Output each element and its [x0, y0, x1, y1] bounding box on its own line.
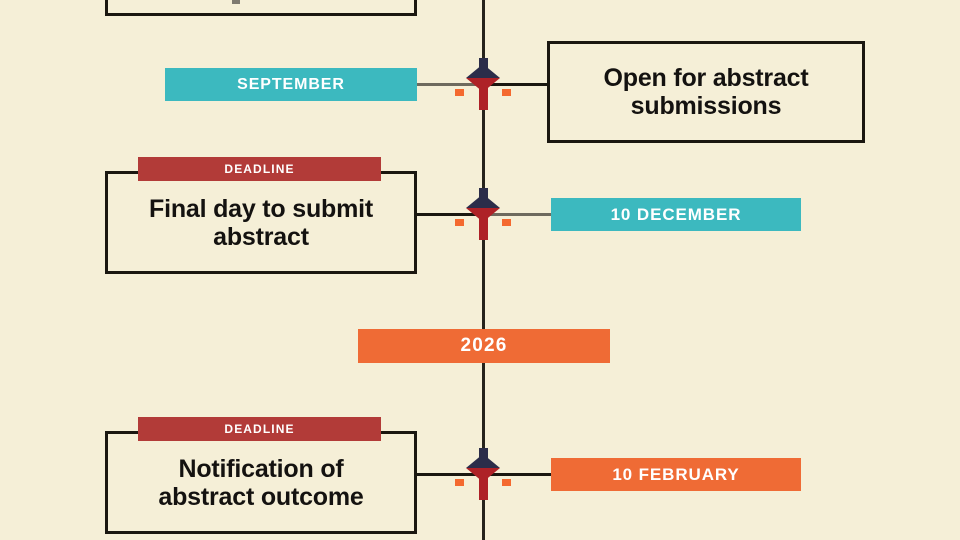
- milestone-box-december[interactable]: Final day to submit abstract: [105, 171, 417, 274]
- milestone-title-september-line1: Open for abstract: [603, 64, 809, 92]
- deadline-badge-december: DEADLINE: [138, 157, 381, 181]
- node-accent-square-right-icon: [502, 219, 511, 226]
- date-chip-december-label: 10 DECEMBER: [610, 205, 742, 224]
- milestone-box-cropped-top[interactable]: [105, 0, 417, 16]
- milestone-title-september: Open for abstract submissions: [594, 64, 819, 120]
- connector-september-left: [417, 83, 485, 86]
- deadline-badge-february-label: DEADLINE: [224, 422, 295, 436]
- connector-december-right: [483, 213, 551, 216]
- connector-december-left: [417, 213, 485, 216]
- year-banner-2026: 2026: [358, 329, 610, 363]
- milestone-title-september-line2: submissions: [630, 92, 782, 120]
- timeline-axis: [482, 0, 485, 540]
- node-accent-square-right-icon: [502, 479, 511, 486]
- deadline-badge-february: DEADLINE: [138, 417, 381, 441]
- milestone-title-december: Final day to submit abstract: [139, 195, 383, 251]
- date-chip-february-label: 10 FEBRUARY: [612, 465, 740, 484]
- node-accent-square-left-icon: [455, 89, 464, 96]
- milestone-title-december-line2: abstract: [213, 222, 309, 251]
- date-chip-february[interactable]: 10 FEBRUARY: [551, 458, 801, 491]
- milestone-title-february-line1: Notification of: [178, 454, 344, 483]
- date-chip-september[interactable]: SEPTEMBER: [165, 68, 417, 101]
- deadline-badge-december-label: DEADLINE: [224, 162, 295, 176]
- milestone-box-february[interactable]: Notification of abstract outcome: [105, 431, 417, 534]
- milestone-title-december-line1: Final day to submit: [149, 194, 373, 223]
- connector-february-left: [417, 473, 485, 476]
- node-accent-square-left-icon: [455, 219, 464, 226]
- connector-september-right: [483, 83, 549, 86]
- date-chip-december[interactable]: 10 DECEMBER: [551, 198, 801, 231]
- cropped-text-descender: [232, 0, 240, 4]
- year-banner-label: 2026: [460, 335, 508, 356]
- milestone-box-september[interactable]: Open for abstract submissions: [547, 41, 865, 143]
- connector-february-right: [483, 473, 551, 476]
- node-accent-square-right-icon: [502, 89, 511, 96]
- milestone-title-february-line2: abstract outcome: [158, 482, 364, 511]
- milestone-title-february: Notification of abstract outcome: [148, 455, 373, 511]
- node-accent-square-left-icon: [455, 479, 464, 486]
- date-chip-september-label: SEPTEMBER: [237, 75, 345, 93]
